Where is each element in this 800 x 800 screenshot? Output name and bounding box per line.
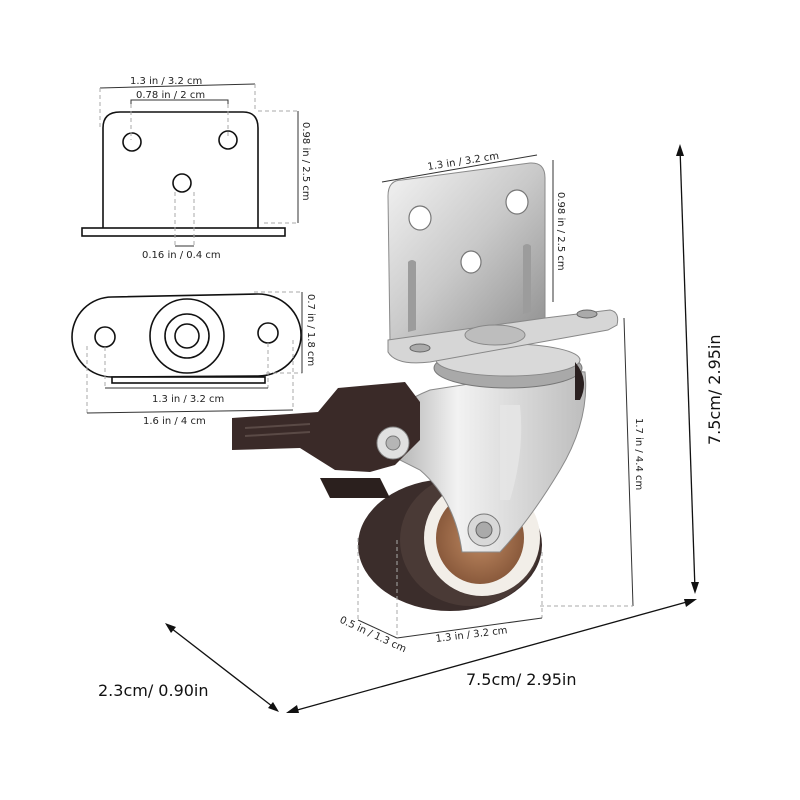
bracket-height-label: 0.98 in / 2.5 cm xyxy=(555,192,566,271)
caster-wheel-product xyxy=(232,162,619,611)
mounting-hole xyxy=(218,130,238,150)
side-hole-spacing-label: 0.78 in / 2 cm xyxy=(136,90,205,101)
wheel-height-label: 1.7 in / 4.4 cm xyxy=(633,418,644,490)
overall-height-label: 7.5cm/ 2.95in xyxy=(705,334,724,445)
base-hole-spacing-label: 1.3 in / 3.2 cm xyxy=(152,394,224,405)
screw-hole-icon xyxy=(409,343,431,353)
hole-diameter-label: 0.16 in / 0.4 cm xyxy=(142,250,221,261)
mounting-hole xyxy=(172,173,192,193)
bracket-width-dim xyxy=(381,154,538,183)
overall-length-label: 7.5cm/ 2.95in xyxy=(466,670,577,689)
wheel-height-dim xyxy=(623,317,634,607)
base-length-label: 1.6 in / 4 cm xyxy=(143,416,206,427)
overall-length-arrow xyxy=(286,599,697,713)
overall-height-arrow xyxy=(676,144,699,594)
mounting-hole xyxy=(122,132,142,152)
mounting-hole xyxy=(94,326,116,348)
brake-pedal xyxy=(232,382,420,472)
side-height-label: 0.98 in / 2.5 cm xyxy=(300,122,311,201)
mounting-hole xyxy=(257,322,279,344)
screw-hole-icon xyxy=(576,309,598,319)
base-plate-top-view-drawing xyxy=(71,291,303,414)
side-width-label: 1.3 in / 3.2 cm xyxy=(130,76,202,87)
overall-depth-arrow xyxy=(165,623,279,712)
base-height-label: 0.7 in / 1.8 cm xyxy=(305,294,316,366)
overall-depth-label: 2.3cm/ 0.90in xyxy=(98,681,209,700)
bracket-side-view-drawing xyxy=(81,83,299,247)
